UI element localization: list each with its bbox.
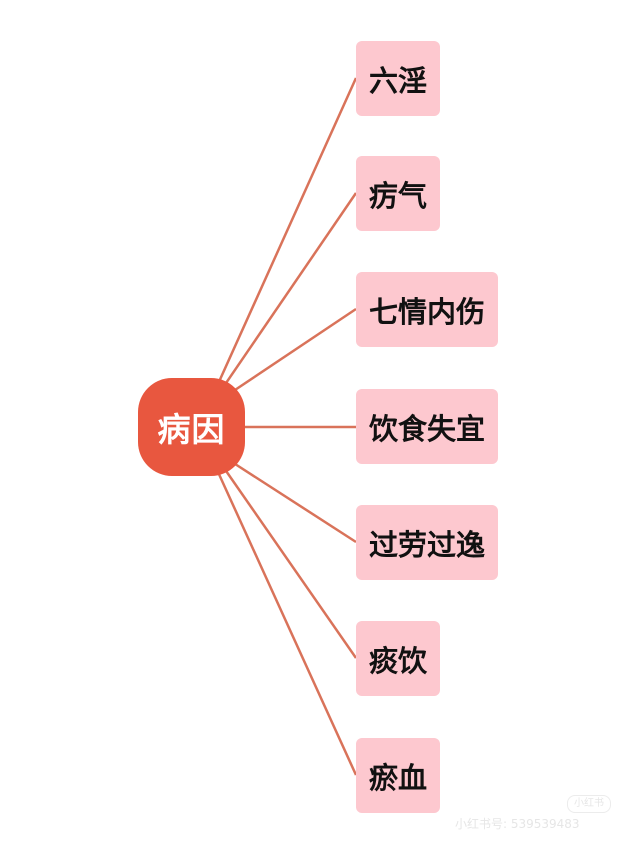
root-node: 病因 (138, 378, 245, 476)
node-liqi: 疠气 (356, 156, 441, 231)
node-yinshi-shiyi: 饮食失宜 (356, 389, 499, 464)
node-tanyin: 痰饮 (356, 621, 441, 696)
watermark-badge: 小红书 (567, 795, 611, 813)
node-qiqing-neishang: 七情内伤 (356, 272, 499, 347)
node-yuxue: 瘀血 (356, 738, 441, 813)
node-guolao-guoyi: 过劳过逸 (356, 505, 499, 580)
node-liuyin: 六淫 (356, 41, 441, 116)
watermark-text: 小红书号: 539539483 (455, 817, 580, 831)
